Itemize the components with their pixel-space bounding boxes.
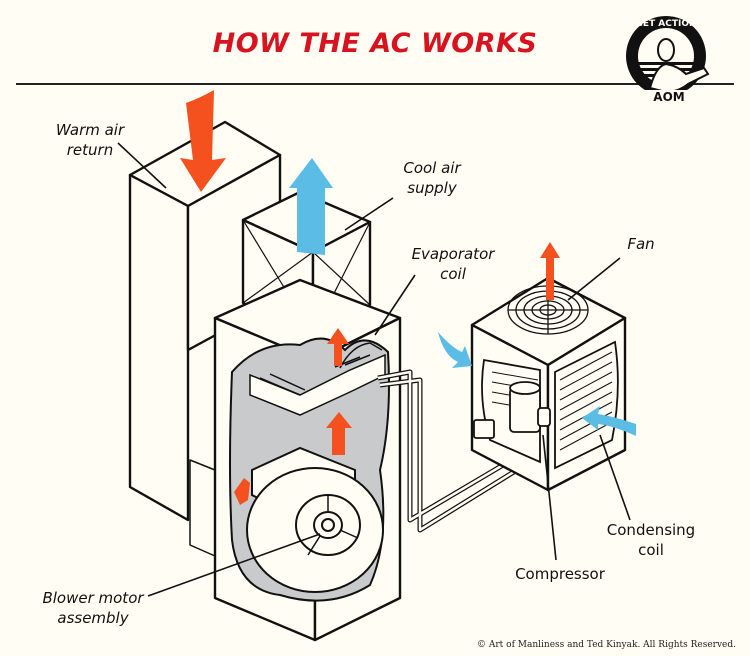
label-line: coil	[440, 265, 466, 283]
label-line: coil	[638, 541, 664, 559]
label-evaporator-coil: Evaporator coil	[398, 244, 508, 284]
blower-up-arrow-icon	[326, 412, 352, 455]
label-line: Blower motor	[42, 589, 144, 607]
label-cool-air-supply: Cool air supply	[392, 158, 472, 198]
fan-exhaust-arrow-icon	[540, 242, 560, 300]
blower-side-arrow-icon	[234, 478, 250, 505]
supply-up-arrow-icon	[289, 158, 333, 255]
cool-air-arrows	[289, 158, 636, 436]
label-line: Condensing	[606, 521, 696, 539]
label-line: assembly	[57, 609, 129, 627]
label-line: supply	[407, 179, 457, 197]
label-blower-motor-assembly: Blower motor assembly	[28, 588, 158, 628]
label-line: Fan	[627, 235, 655, 253]
header-divider	[16, 83, 734, 85]
label-condensing-coil: Condensing coil	[596, 520, 706, 560]
label-line: Compressor	[515, 565, 605, 583]
compressor	[473, 381, 551, 439]
label-line: Cool air	[403, 159, 461, 177]
coil-up-arrow-icon	[327, 328, 349, 366]
logo-brand: AOM	[616, 90, 722, 104]
label-compressor: Compressor	[500, 564, 620, 584]
label-line: Evaporator	[411, 245, 495, 263]
warm-air-arrows	[180, 90, 560, 505]
page-title: HOW THE AC WORKS	[212, 28, 538, 59]
blower-assembly	[246, 446, 384, 593]
intake-right-arrow-icon	[582, 406, 636, 436]
label-line: return	[66, 141, 114, 159]
label-fan: Fan	[616, 234, 666, 254]
return-down-arrow-icon	[180, 90, 226, 192]
logo-arc-text: GET ACTION	[635, 19, 696, 29]
aom-logo: GET ACTION AOM	[616, 12, 722, 104]
label-warm-air-return: Warm air return	[40, 120, 140, 160]
intake-left-arrow-icon	[438, 332, 472, 368]
label-line: Warm air	[55, 121, 125, 139]
leader-lines	[117, 142, 631, 597]
copyright-notice: © Art of Manliness and Ted Kinyak. All R…	[477, 640, 736, 650]
